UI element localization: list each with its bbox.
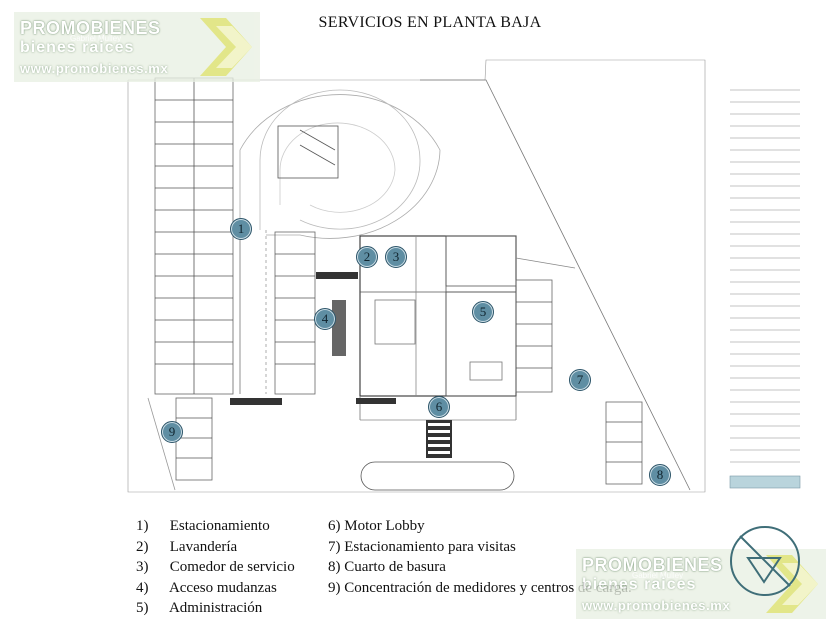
marker-7: 7 [569,369,591,391]
watermark-subtitle: bienes raices [582,576,697,593]
north-arrow-icon [730,526,800,596]
diagonal-boundary [420,79,691,491]
watermark-url: www.promobienes.mx [20,61,169,76]
watermark-subtitle: bienes raices [20,39,135,56]
chevron-icon [766,555,818,613]
trash-block [605,401,643,485]
ramp-curve [239,94,441,239]
marker-2: 2 [356,246,378,268]
legend-item: 5) Administración [136,600,263,617]
watermark-brand: PROMOBIENES [582,555,723,575]
legend-item: 7) Estacionamiento para visitas [328,538,516,555]
marker-1: 1 [230,218,252,240]
watermark-brand: PROMOBIENES [20,18,161,38]
legend-item: 6) Motor Lobby [328,518,425,534]
legend-item: 4) Acceso mudanzas [136,579,277,596]
parking-strip-inner [274,231,316,395]
watermark-tagline: Gabriel Mulley [632,571,684,580]
meter-block [175,397,213,481]
watermark-url: www.promobienes.mx [582,598,731,613]
chevron-icon [200,18,252,76]
ground-level-band [729,475,801,489]
watermark-logo-bottom: PROMOBIENES Gabriel Mulley bienes raices… [576,549,826,619]
parking-lines-left [155,99,233,365]
legend-left: 1) Estacionamiento 2) Lavandería 3) Come… [136,516,295,619]
legend-item: 8) Cuarto de basura [328,559,446,576]
marker-6: 6 [428,396,450,418]
legend-item: 9) Concentración de medidores y centros … [328,579,632,596]
motor-lobby [360,461,515,491]
legend-item: 1) Estacionamiento [136,518,270,534]
legend-right: 6) Motor Lobby 7) Estacionamiento para v… [328,516,632,598]
marker-8: 8 [649,464,671,486]
legend-item: 3) Comedor de servicio [136,559,295,576]
level-ruler [730,89,800,463]
marker-4: 4 [314,308,336,330]
watermark-logo: PROMOBIENES Gabriel Mulley bienes raices… [14,12,260,82]
legend-item: 2) Lavandería [136,538,238,555]
marker-5: 5 [472,301,494,323]
hatched-crossings [230,272,452,458]
service-rooms-right [515,279,553,393]
core-stair [277,125,339,179]
marker-3: 3 [385,246,407,268]
plan-title: SERVICIOS EN PLANTA BAJA [318,14,542,31]
watermark-tagline: Gabriel Mulley [70,34,122,43]
marker-9: 9 [161,421,183,443]
